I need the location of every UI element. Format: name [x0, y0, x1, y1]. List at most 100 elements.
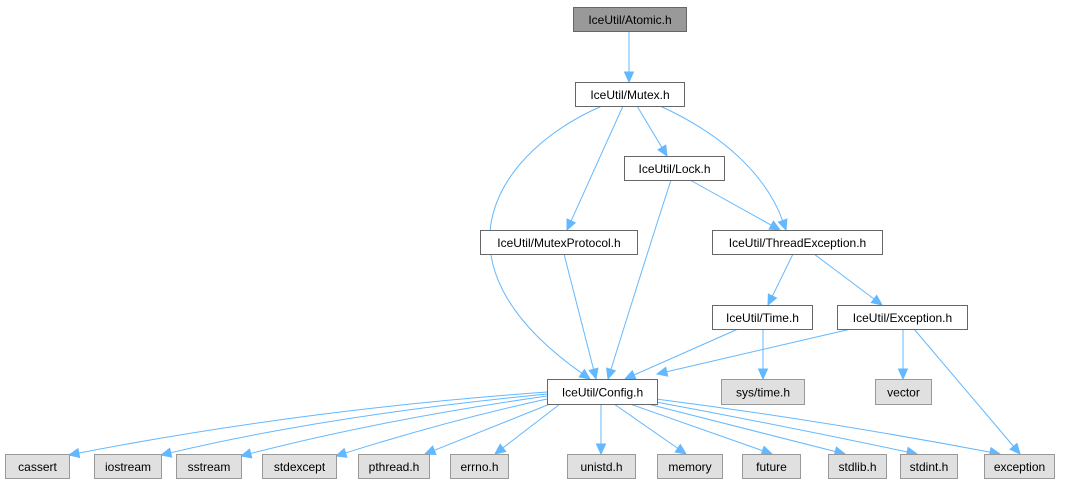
node-box: [875, 379, 932, 405]
arrowhead-icon: [334, 447, 348, 458]
edge-lock-to-threadexception: [689, 179, 782, 231]
edge-line: [636, 105, 663, 149]
node-box: [712, 230, 883, 255]
node-label: stdlib.h: [838, 460, 876, 474]
node-label: sys/time.h: [736, 386, 790, 400]
node-label: errno.h: [460, 460, 498, 474]
node-stdint: stdint.h: [900, 454, 958, 479]
node-label: stdexcept: [274, 460, 326, 474]
edge-line: [501, 403, 561, 449]
arrowhead-icon: [606, 367, 617, 381]
nodes-layer: IceUtil/Atomic.hIceUtil/Mutex.hIceUtil/L…: [5, 7, 1055, 479]
node-threadexception[interactable]: IceUtil/ThreadException.h: [712, 230, 883, 255]
node-box: [721, 379, 805, 405]
node-label: sstream: [188, 460, 231, 474]
arrowhead-icon: [767, 293, 778, 307]
arrowhead-icon: [1009, 442, 1021, 455]
node-memory: memory: [657, 454, 723, 479]
arrowhead-icon: [239, 448, 253, 459]
arrowhead-icon: [897, 368, 909, 381]
edge-line: [344, 398, 548, 454]
node-sstream: sstream: [176, 454, 242, 479]
node-box: [176, 454, 242, 479]
edge-config-to-errno: [494, 403, 561, 455]
arrowhead-icon: [655, 366, 669, 377]
node-box: [480, 230, 638, 255]
node-label: unistd.h: [580, 460, 622, 474]
node-box: [828, 454, 887, 479]
node-future: future: [742, 454, 801, 479]
node-box: [900, 454, 958, 479]
node-box: [657, 454, 723, 479]
edge-config-to-memory: [613, 403, 688, 455]
arrowhead-icon: [757, 368, 769, 381]
edge-time-to-systime: [757, 329, 769, 381]
node-time[interactable]: IceUtil/Time.h: [712, 305, 813, 330]
node-label: memory: [668, 460, 711, 474]
node-mutexprotocol[interactable]: IceUtil/MutexProtocol.h: [480, 230, 638, 255]
arrowhead-icon: [578, 368, 591, 380]
node-config[interactable]: IceUtil/Config.h: [547, 379, 658, 405]
node-pthread: pthread.h: [358, 454, 430, 479]
node-stdexcept: stdexcept: [262, 454, 337, 479]
arrowhead-icon: [777, 218, 788, 232]
node-label: IceUtil/Mutex.h: [590, 88, 669, 102]
node-mutex[interactable]: IceUtil/Mutex.h: [575, 82, 685, 107]
edge-mutex-to-config: [489, 105, 603, 380]
edge-line: [659, 105, 784, 222]
node-box: [742, 454, 801, 479]
node-stdlib: stdlib.h: [828, 454, 887, 479]
node-lock[interactable]: IceUtil/Lock.h: [624, 156, 725, 181]
node-atomic[interactable]: IceUtil/Atomic.h: [573, 7, 687, 32]
edge-lock-to-config: [606, 179, 672, 381]
edge-line: [689, 179, 773, 227]
node-errno: errno.h: [450, 454, 509, 479]
arrowhead-icon: [67, 447, 81, 459]
edge-config-to-cassert: [67, 391, 548, 459]
edge-line: [77, 391, 548, 454]
node-label: IceUtil/ThreadException.h: [729, 236, 866, 250]
edge-config-to-sstream: [239, 395, 548, 459]
node-label: pthread.h: [369, 460, 420, 474]
arrowhead-icon: [566, 218, 577, 232]
node-label: IceUtil/Lock.h: [638, 162, 710, 176]
node-label: IceUtil/MutexProtocol.h: [497, 236, 620, 250]
edge-line: [613, 403, 679, 450]
node-label: IceUtil/Time.h: [726, 311, 799, 325]
edge-config-to-stdexcept: [334, 398, 548, 458]
node-label: iostream: [105, 460, 151, 474]
edge-mutex-to-mutexprotocol: [566, 105, 624, 232]
arrowhead-icon: [623, 71, 635, 84]
arrowhead-icon: [657, 144, 668, 158]
node-box: [984, 454, 1055, 479]
edge-line: [813, 253, 876, 300]
node-box: [573, 7, 687, 32]
node-exception-h[interactable]: IceUtil/Exception.h: [837, 305, 968, 330]
edge-line: [913, 328, 1015, 448]
edge-mutex-to-lock: [636, 105, 668, 158]
edge-line: [563, 253, 595, 371]
edge-atomic-to-mutex: [623, 31, 635, 84]
edge-threadexception-to-exception_h: [813, 253, 883, 306]
node-label: future: [756, 460, 787, 474]
edge-config-to-unistd: [595, 404, 607, 456]
node-box: [575, 82, 685, 107]
edge-time-to-config: [623, 328, 739, 380]
arrowhead-icon: [423, 445, 437, 455]
node-box: [358, 454, 430, 479]
edge-exception_h-to-vector: [897, 329, 909, 381]
arrowhead-icon: [588, 367, 599, 381]
node-vector: vector: [875, 379, 932, 405]
edge-line: [169, 393, 548, 454]
node-label: IceUtil/Atomic.h: [588, 13, 671, 27]
arrowhead-icon: [595, 443, 607, 456]
node-box: [5, 454, 70, 479]
edge-line: [489, 105, 603, 375]
node-label: IceUtil/Config.h: [562, 386, 643, 400]
node-label: cassert: [18, 460, 57, 474]
arrowhead-icon: [159, 447, 173, 458]
edge-line: [771, 253, 794, 298]
node-systime: sys/time.h: [721, 379, 805, 405]
node-box: [567, 454, 636, 479]
edges-layer: [67, 31, 1021, 459]
